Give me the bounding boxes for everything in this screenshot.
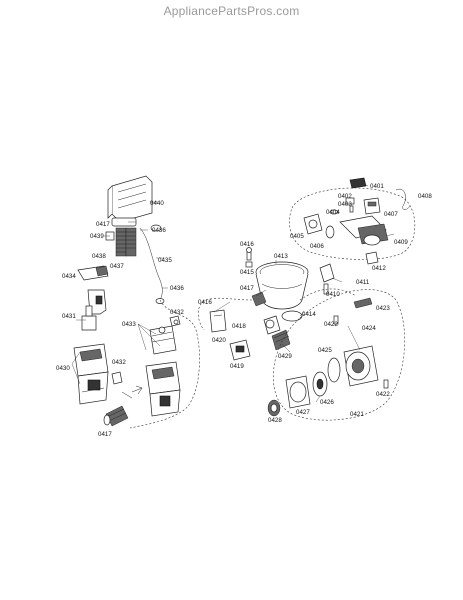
part-0403-pin[interactable] — [349, 205, 354, 213]
label-0430: 0430 — [56, 365, 70, 372]
part-0408-wire[interactable] — [395, 188, 411, 210]
label-0419: 0419 — [230, 363, 244, 370]
part-0415-nut[interactable] — [245, 261, 253, 268]
hose-route-right — [299, 288, 357, 301]
label-0432b: 0432 — [112, 359, 126, 366]
part-0431-valve[interactable] — [81, 289, 107, 331]
part-0407-switch[interactable] — [363, 197, 381, 215]
label-0437: 0437 — [110, 263, 124, 270]
part-0410-connector[interactable] — [319, 263, 335, 283]
part-0429-fitting[interactable] — [271, 329, 291, 351]
part-0401-sensor[interactable] — [349, 177, 367, 189]
part-0432-connector[interactable] — [111, 371, 123, 385]
label-0439: 0439 — [90, 233, 104, 240]
part-0427-pump-housing[interactable] — [285, 375, 311, 409]
part-0414-seal[interactable] — [281, 310, 303, 322]
part-0428-seal[interactable] — [267, 399, 281, 417]
label-0438: 0438 — [92, 253, 106, 260]
label-0408: 0408 — [418, 193, 432, 200]
label-0423: 0423 — [376, 305, 390, 312]
part-0430-valve-body[interactable] — [73, 343, 109, 405]
part-0424-motor[interactable] — [343, 345, 379, 387]
part-0440-bracket[interactable] — [107, 175, 153, 223]
label-0417c: 0417 — [240, 285, 254, 292]
part-0404-ring[interactable] — [329, 209, 339, 215]
label-0434: 0434 — [62, 273, 76, 280]
part-0438-coil[interactable] — [115, 227, 127, 257]
label-0428: 0428 — [268, 417, 282, 424]
part-0426-impeller[interactable] — [312, 371, 328, 397]
part-0411-screw[interactable] — [323, 283, 329, 295]
group-0421-outline — [273, 289, 406, 421]
part-0419-pump-motor[interactable] — [229, 339, 251, 361]
label-0412: 0412 — [372, 265, 386, 272]
label-0401: 0401 — [370, 183, 384, 190]
part-0418-filter[interactable] — [263, 315, 281, 335]
part-0406-gasket[interactable] — [325, 225, 335, 239]
label-0433: 0433 — [122, 321, 136, 328]
label-0406: 0406 — [310, 243, 324, 250]
label-0402: 0402 — [338, 193, 352, 200]
label-0425: 0425 — [318, 347, 332, 354]
part-0417-fitting[interactable] — [103, 405, 129, 427]
label-0405: 0405 — [290, 233, 304, 240]
label-0413: 0413 — [274, 253, 288, 260]
hose-route-center — [197, 297, 253, 331]
label-0417: 0417 — [96, 221, 110, 228]
part-0437-coil[interactable] — [125, 227, 137, 257]
part-0422-screw-right[interactable] — [383, 379, 389, 389]
label-0418: 0418 — [232, 323, 246, 330]
label-0422: 0422 — [324, 321, 338, 328]
part-0422-clip[interactable] — [333, 315, 339, 325]
label-0436b: 0436 — [170, 285, 184, 292]
label-0415: 0415 — [240, 269, 254, 276]
label-0410: 0410 — [326, 291, 340, 298]
hose-route-left — [129, 299, 200, 429]
part-0430-valve-body-right[interactable] — [145, 361, 181, 417]
label-0440: 0440 — [150, 200, 164, 207]
label-0431: 0431 — [62, 313, 76, 320]
leader-lines — [71, 183, 395, 403]
part-0416-screw[interactable] — [246, 247, 252, 261]
part-0409-heater-housing[interactable] — [339, 215, 389, 246]
part-0435-hose[interactable] — [139, 224, 165, 304]
label-0411: 0411 — [356, 279, 370, 286]
label-0429: 0429 — [278, 353, 292, 360]
part-0425-ring[interactable] — [327, 357, 341, 383]
watermark: AppliancePartsPros.com — [163, 4, 300, 18]
part-0423-pin[interactable] — [353, 297, 373, 309]
part-0416-bracket[interactable] — [209, 309, 227, 333]
part-0434-cover[interactable] — [77, 265, 109, 281]
callout-labels: 0440 0417 0439 0438 0437 0436 0435 0436 … — [56, 183, 432, 438]
label-0424: 0424 — [362, 325, 376, 332]
label-0417b: 0417 — [98, 431, 112, 438]
part-0433-dispenser-hardware[interactable] — [149, 325, 177, 355]
label-0436: 0436 — [152, 227, 166, 234]
label-0404: 0404 — [326, 209, 340, 216]
part-0417-hose-fitting-center[interactable] — [251, 291, 267, 307]
part-0432-clip[interactable] — [169, 315, 181, 327]
label-0416b: 0416 — [198, 299, 212, 306]
label-0432: 0432 — [170, 309, 184, 316]
label-0414: 0414 — [302, 311, 316, 318]
part-0405-valve[interactable] — [303, 213, 323, 235]
group-0409-outline — [289, 187, 416, 260]
label-0426: 0426 — [320, 399, 334, 406]
label-0421: 0421 — [350, 411, 364, 418]
arrow-line — [121, 391, 133, 399]
arrow-icon — [131, 385, 143, 395]
label-0407: 0407 — [384, 211, 398, 218]
label-0435: 0435 — [158, 257, 172, 264]
part-0402-clip[interactable] — [345, 197, 355, 205]
label-0409: 0409 — [394, 239, 408, 246]
label-0420: 0420 — [212, 337, 226, 344]
part-0412-clamp[interactable] — [365, 251, 379, 265]
label-0422b: 0422 — [376, 391, 390, 398]
label-0403: 0403 — [338, 201, 352, 208]
label-0427: 0427 — [296, 409, 310, 416]
label-0416: 0416 — [240, 241, 254, 248]
